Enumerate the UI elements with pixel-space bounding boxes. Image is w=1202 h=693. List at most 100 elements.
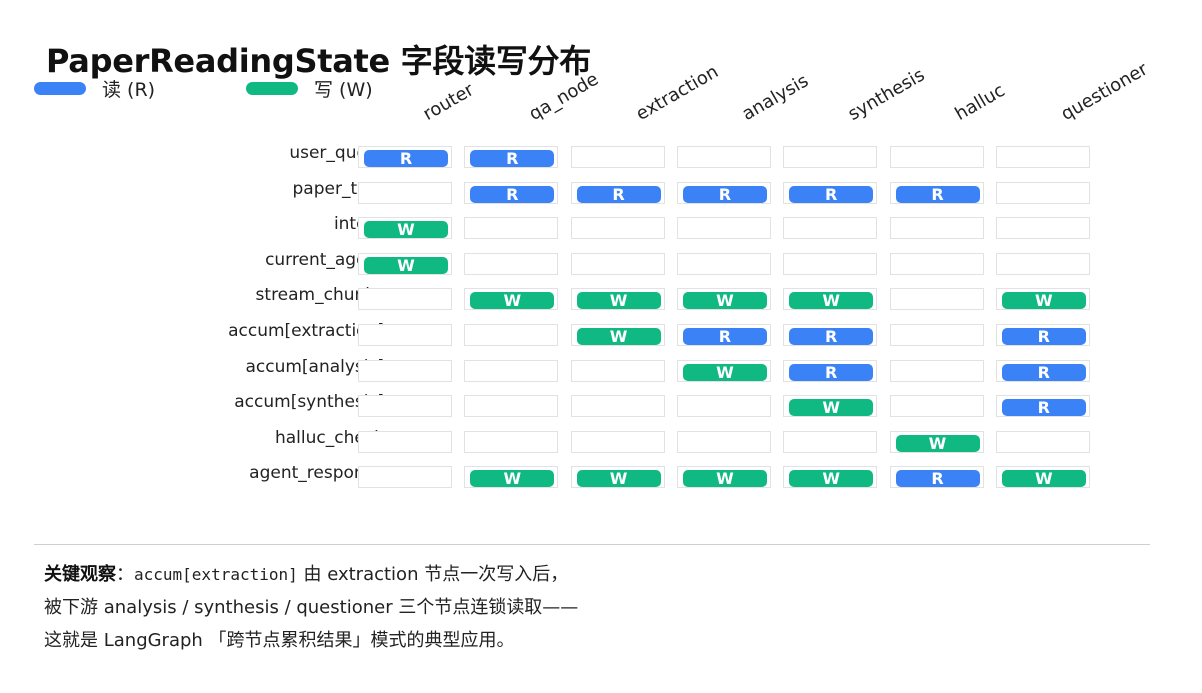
matrix-cell: R: [783, 181, 878, 204]
matrix-cell: R: [889, 181, 984, 204]
matrix-cell: R: [783, 324, 878, 346]
divider: [34, 544, 1150, 545]
matrix-cell: R: [995, 395, 1090, 418]
write-marker: W: [682, 292, 767, 310]
row-label: halluc_check: [274, 427, 384, 448]
legend-read-swatch: [34, 81, 86, 95]
read-marker: R: [1001, 399, 1086, 417]
note-line-2: 被下游 analysis / synthesis / questioner 三个…: [44, 597, 579, 618]
matrix-cell: [676, 217, 771, 240]
matrix-cell: [464, 359, 559, 382]
matrix-cell: [358, 359, 452, 382]
matrix-cell: [358, 324, 452, 346]
row-label: accum[extraction]: [228, 321, 384, 341]
write-marker: W: [576, 470, 661, 488]
matrix-cell: [995, 146, 1090, 168]
legend-write: 写 (W): [246, 76, 373, 101]
matrix-cell: W: [676, 466, 771, 489]
row-label: agent_response: [249, 463, 384, 484]
row-label: paper_text: [292, 178, 385, 199]
matrix-cell: [358, 395, 452, 418]
write-marker: W: [789, 470, 874, 488]
write-marker: W: [682, 363, 767, 381]
matrix-cell: W: [889, 430, 984, 453]
read-marker: R: [895, 470, 980, 488]
read-marker: R: [470, 185, 555, 203]
note-line-1: 关键观察：accum[extraction] 由 extraction 节点一次…: [44, 558, 578, 591]
matrix-cell: W: [358, 252, 452, 275]
matrix-cell: W: [464, 466, 559, 489]
matrix-cell: W: [783, 395, 878, 418]
note-line-3: 这就是 LangGraph 「跨节点累积结果」模式的典型应用。: [44, 630, 515, 651]
column-header-extraction: extraction: [632, 61, 722, 125]
read-marker: R: [789, 185, 874, 203]
note-line-1-text: 由 extraction 节点一次写入后，: [297, 564, 569, 585]
matrix-cell: [889, 217, 984, 240]
legend-read: 读 (R): [34, 76, 156, 101]
matrix-cell: [464, 324, 559, 346]
row-label: user_query: [289, 143, 384, 163]
matrix-cell: [464, 395, 559, 418]
note-separator: ：: [116, 564, 134, 585]
column-header-analysis: analysis: [738, 70, 813, 125]
matrix-cell: [676, 395, 771, 418]
read-marker: R: [1001, 363, 1086, 381]
note-heading: 关键观察: [44, 564, 116, 585]
matrix-cell: [889, 359, 984, 382]
matrix-cell: [358, 288, 452, 311]
matrix-cell: W: [995, 288, 1090, 311]
row-label: accum[analysis]: [245, 356, 384, 377]
matrix-cell: [889, 146, 984, 168]
read-marker: R: [576, 185, 661, 203]
matrix-cell: R: [783, 359, 878, 382]
column-header-halluc: halluc: [951, 79, 1009, 125]
row-label: accum[synthesis]: [234, 392, 384, 413]
write-marker: W: [470, 292, 555, 310]
observation-note: 关键观察：accum[extraction] 由 extraction 节点一次…: [44, 558, 578, 657]
page-title: PaperReadingState 字段读写分布: [46, 42, 591, 80]
matrix-cell: R: [676, 324, 771, 346]
matrix-cell: [995, 181, 1090, 204]
matrix-cell: R: [570, 181, 665, 204]
matrix-cell: W: [676, 359, 771, 382]
matrix-cell: [570, 359, 665, 382]
read-marker: R: [789, 363, 874, 381]
write-marker: W: [789, 292, 874, 310]
matrix-cell: R: [358, 146, 452, 168]
matrix-cell: [889, 324, 984, 346]
matrix-cell: [889, 288, 984, 311]
matrix-cell: [783, 430, 878, 453]
matrix-cell: [783, 252, 878, 275]
matrix-cell: R: [889, 466, 984, 489]
write-marker: W: [895, 434, 980, 452]
read-marker: R: [789, 328, 874, 345]
legend-read-label: 读 (R): [102, 78, 156, 101]
matrix-cell: [889, 252, 984, 275]
read-marker: R: [682, 328, 767, 345]
matrix-cell: [464, 217, 559, 240]
matrix-cell: W: [995, 466, 1090, 489]
write-marker: W: [1001, 470, 1086, 488]
matrix-cell: [464, 252, 559, 275]
matrix-cell: [358, 181, 452, 204]
row-label: current_agent: [265, 249, 384, 270]
matrix-cell: W: [570, 466, 665, 489]
matrix-cell: [783, 146, 878, 168]
matrix-cell: [783, 217, 878, 240]
matrix-cell: [570, 395, 665, 418]
read-marker: R: [895, 185, 980, 203]
matrix-cell: R: [464, 181, 559, 204]
write-marker: W: [682, 470, 767, 488]
matrix-cell: [570, 146, 665, 168]
matrix-cell: W: [464, 288, 559, 311]
matrix-cell: [570, 252, 665, 275]
write-marker: W: [576, 292, 661, 310]
matrix-cell: [995, 430, 1090, 453]
read-marker: R: [682, 185, 767, 203]
matrix-cell: W: [358, 217, 452, 240]
matrix-cell: R: [995, 359, 1090, 382]
matrix-cell: R: [995, 324, 1090, 346]
matrix-cell: W: [570, 324, 665, 346]
matrix-cell: [995, 252, 1090, 275]
matrix-cell: R: [464, 146, 559, 168]
